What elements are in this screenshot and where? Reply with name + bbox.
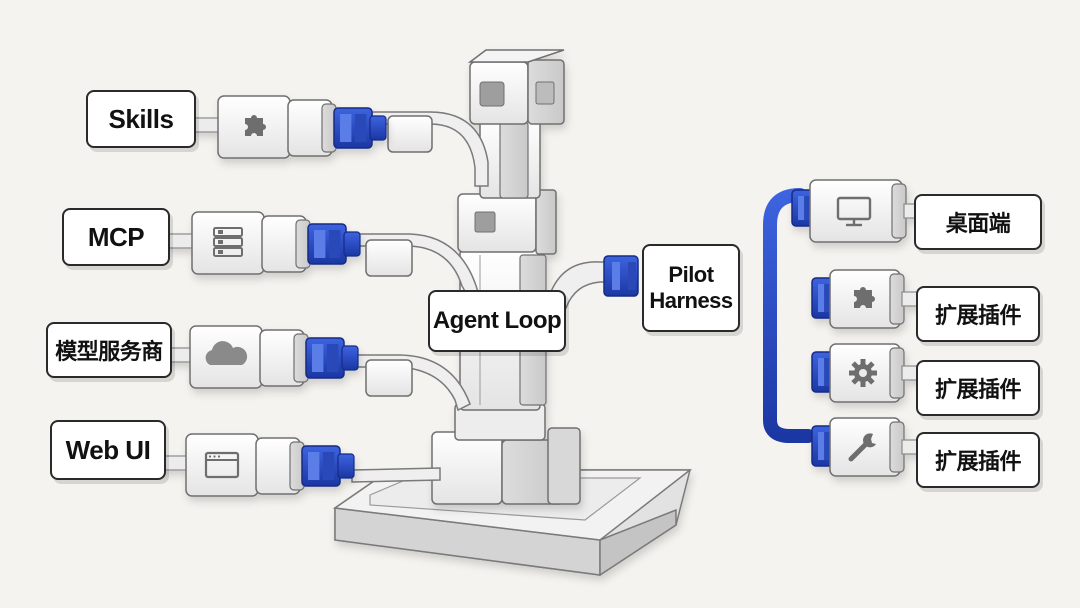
cloud-block — [189, 325, 263, 389]
model-provider-label: 模型服务商 — [46, 322, 172, 378]
puzzle-icon — [854, 287, 875, 308]
gear-icon — [849, 359, 877, 387]
monitor-icon — [836, 196, 872, 227]
extension-plugin-label-3: 扩展插件 — [916, 432, 1040, 488]
right-module-4 — [811, 417, 923, 477]
wrench-icon — [848, 433, 876, 462]
server-block — [191, 211, 265, 275]
blue-bus — [728, 188, 815, 443]
gear-block — [829, 343, 905, 403]
left-couplers — [365, 115, 433, 397]
puzzle-block — [829, 269, 905, 329]
wrench-block — [829, 417, 905, 477]
right-module-2 — [811, 269, 923, 329]
extension-plugin-label-2: 扩展插件 — [916, 360, 1040, 416]
right-modules — [791, 179, 925, 477]
left-module-4 — [159, 433, 355, 497]
browser-window-icon — [204, 451, 240, 479]
puzzle-block — [217, 95, 291, 159]
blue-connector — [305, 337, 359, 379]
left-modules — [159, 95, 387, 497]
desktop-label: 桌面端 — [914, 194, 1042, 250]
agent-loop-label: Agent Loop — [428, 290, 566, 352]
cloud-icon — [205, 341, 248, 365]
server-icon — [213, 227, 243, 257]
blue-connector — [301, 445, 355, 487]
harness-text: Harness — [649, 288, 733, 313]
pilot-text: Pilot — [668, 262, 714, 287]
blue-connector — [811, 351, 835, 393]
skills-label: Skills — [86, 90, 196, 148]
left-pipes — [349, 111, 489, 483]
pilot-harness-label: Pilot Harness — [642, 244, 740, 332]
left-module-3 — [163, 325, 359, 389]
right-module-1 — [791, 179, 925, 243]
right-module-3 — [811, 343, 923, 403]
extension-plugin-label-1: 扩展插件 — [916, 286, 1040, 342]
puzzle-icon — [245, 115, 266, 136]
harness-connector — [603, 255, 639, 297]
left-module-2 — [165, 211, 361, 275]
left-module-1 — [191, 95, 387, 159]
blue-connector — [333, 107, 387, 149]
web-ui-label: Web UI — [50, 420, 166, 480]
monitor-block — [809, 179, 907, 243]
browser-window-block — [185, 433, 259, 497]
blue-connector — [307, 223, 361, 265]
mcp-label: MCP — [62, 208, 170, 266]
